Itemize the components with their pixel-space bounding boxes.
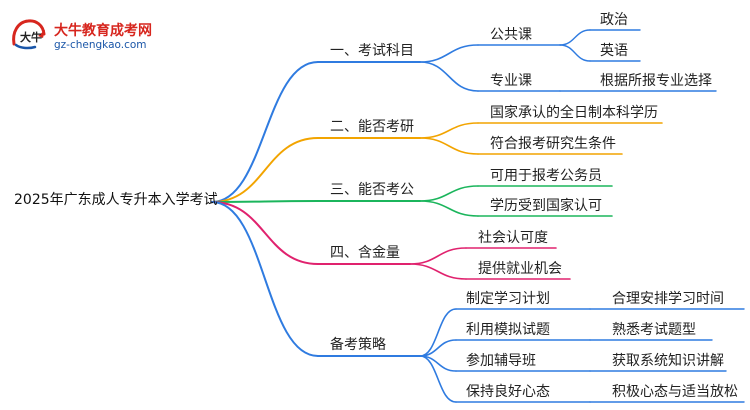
node-arrange-time: 合理安排学习时间 xyxy=(612,291,724,307)
link-b0-c1 xyxy=(419,61,479,92)
node-english: 英语 xyxy=(600,43,628,59)
link-root-branch-4 xyxy=(211,201,319,357)
node-recognized-degree: 国家承认的全日制本科学历 xyxy=(490,105,658,121)
node-familiar-question-types: 熟悉考试题型 xyxy=(612,322,696,338)
logo-url: gz-chengkao.com xyxy=(54,39,147,51)
link-root-branch-0 xyxy=(211,61,319,203)
link-b4-c0 xyxy=(419,308,457,357)
node-public-course: 公共课 xyxy=(490,27,532,43)
link-b0-c0-g1 xyxy=(559,44,591,62)
branch-value: 四、含金量 xyxy=(330,245,400,261)
link-root-branch-3 xyxy=(211,201,319,265)
link-b1-c0 xyxy=(419,122,479,139)
node-tutoring: 参加辅导班 xyxy=(466,353,536,369)
logo-title: 大牛教育成考网 xyxy=(54,23,152,39)
link-b0-c0 xyxy=(419,44,479,63)
link-b2-c0 xyxy=(419,185,479,202)
node-employment: 提供就业机会 xyxy=(478,261,562,277)
node-choose-by-major: 根据所报专业选择 xyxy=(600,73,712,89)
node-systematic-knowledge: 获取系统知识讲解 xyxy=(612,353,724,369)
branch-civil-service: 三、能否考公 xyxy=(330,182,414,198)
node-civil-service-eligible: 可用于报考公务员 xyxy=(490,168,602,184)
link-b2-c1 xyxy=(419,200,479,217)
branch-postgrad: 二、能否考研 xyxy=(330,119,414,135)
link-b3-c1 xyxy=(409,263,467,280)
link-b1-c1 xyxy=(419,137,479,155)
link-b3-c0 xyxy=(409,247,467,265)
branch-exam-subjects: 一、考试科目 xyxy=(330,43,414,59)
root-topic: 2025年广东成人专升本入学考试 xyxy=(14,192,218,208)
link-b4-c3 xyxy=(419,355,457,403)
node-postgrad-eligibility: 符合报考研究生条件 xyxy=(490,136,616,152)
node-positive-relax: 积极心态与适当放松 xyxy=(612,384,738,400)
node-nationally-recognized: 学历受到国家认可 xyxy=(490,198,602,214)
link-root-branch-1 xyxy=(211,137,319,203)
node-mindset: 保持良好心态 xyxy=(466,384,550,400)
node-mock-tests: 利用模拟试题 xyxy=(466,322,550,338)
link-b0-c0-g0 xyxy=(559,29,591,46)
link-root-branch-2 xyxy=(211,200,319,203)
node-politics: 政治 xyxy=(600,12,628,28)
node-major-course: 专业课 xyxy=(490,73,532,89)
emblem-text: 大牛 xyxy=(20,30,42,44)
site-logo: 大牛 大牛教育成考网 gz-chengkao.com xyxy=(8,14,168,58)
node-study-plan: 制定学习计划 xyxy=(466,291,550,307)
bull-emblem-icon: 大牛 xyxy=(12,19,46,50)
node-social-recognition: 社会认可度 xyxy=(478,230,548,246)
branch-prep-strategy: 备考策略 xyxy=(330,337,386,353)
